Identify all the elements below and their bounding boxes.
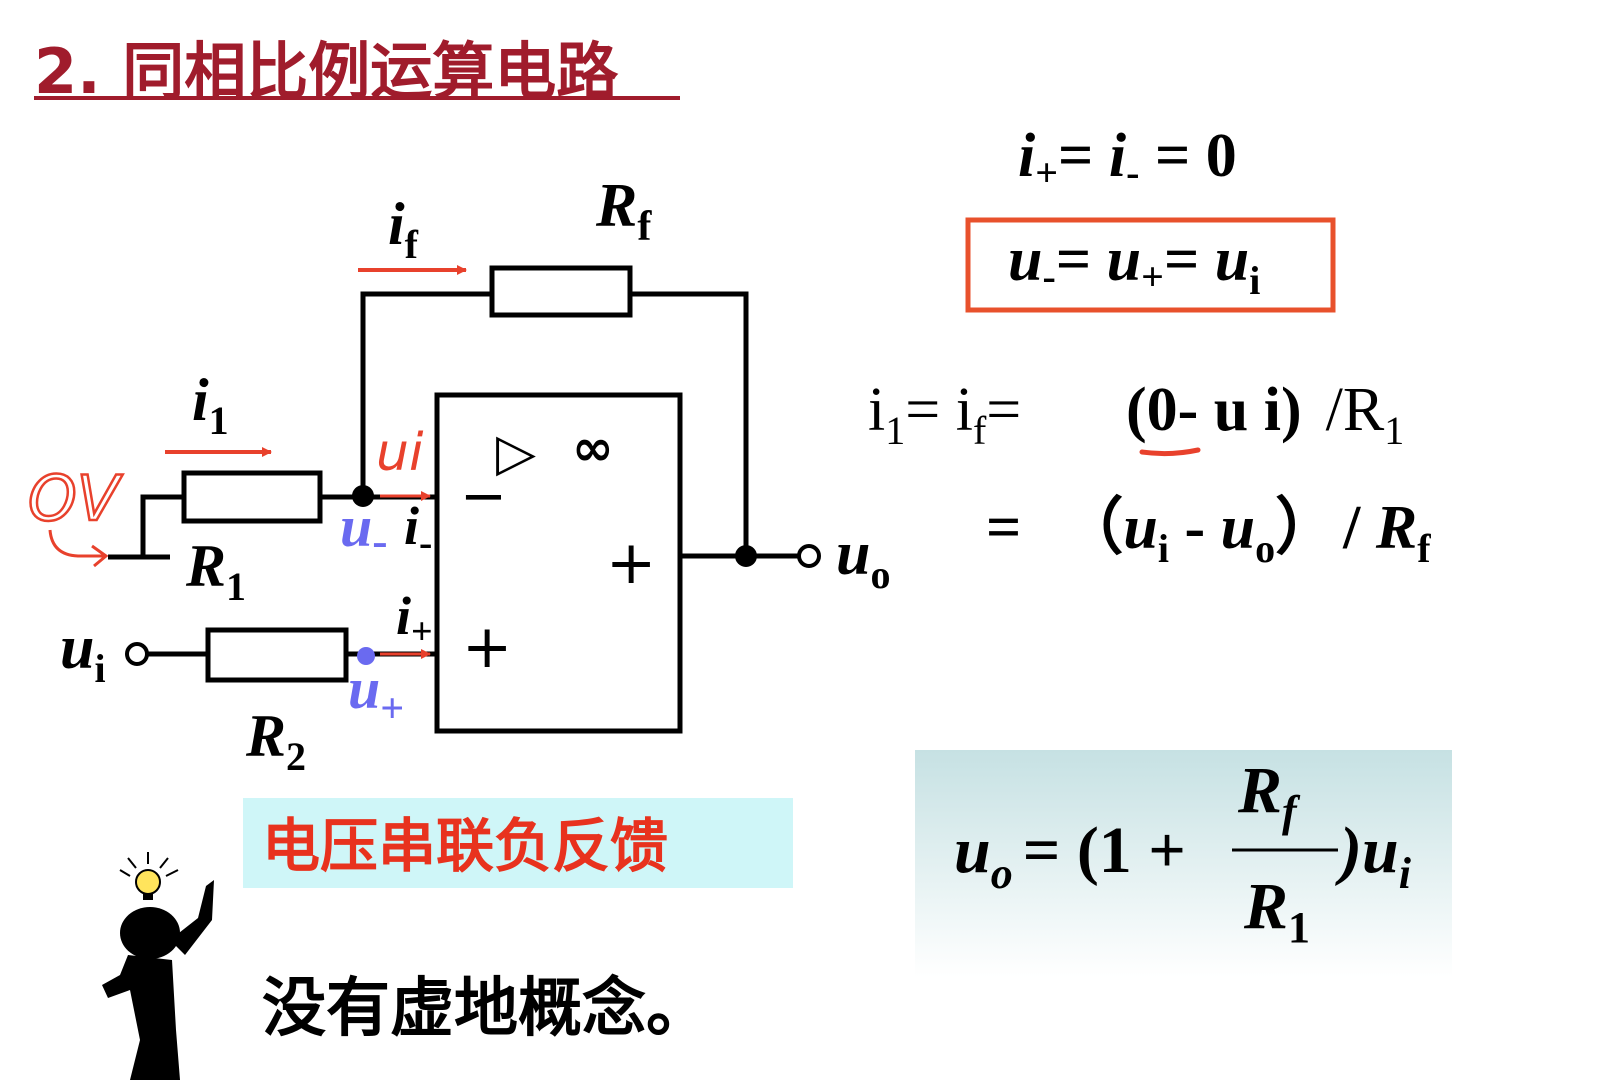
- slide-title: 2. 同相比例运算电路: [34, 35, 619, 108]
- u-plus-label: u+: [348, 656, 404, 732]
- eq-current-fraction: (0- u i)/R1: [1126, 376, 1404, 453]
- handwritten-zero-volt: OV: [28, 462, 124, 535]
- rf-label: Rf: [595, 172, 652, 250]
- node-output: [735, 545, 757, 567]
- if-label: if: [388, 191, 419, 267]
- opamp-body: [434, 392, 683, 734]
- opamp-gain: ∞: [572, 419, 614, 477]
- handwritten-arrow: [48, 529, 109, 568]
- result-box: [915, 750, 1452, 977]
- note-no-virtual-ground: 没有虚地概念。: [262, 972, 710, 1046]
- r2-label: R2: [245, 703, 306, 779]
- r1-label: R1: [185, 533, 246, 609]
- eq-feedback-current: =（ui - uo）/ Rf: [986, 492, 1431, 571]
- r1-wire: [108, 494, 437, 560]
- result-tail: )ui: [1335, 814, 1412, 898]
- i1-label: i1: [192, 367, 229, 443]
- opamp-minus-sign: −: [460, 464, 507, 529]
- feedback-label: 电压串联负反馈: [262, 812, 668, 880]
- handwritten-underline: [1139, 447, 1201, 457]
- eq-currents-zero: i+= i- = 0: [1018, 122, 1237, 195]
- virtual-short-box: [965, 217, 1336, 313]
- result-denominator: R1: [1243, 870, 1310, 952]
- feedback-label-bg: [243, 798, 793, 888]
- resistor-r2: [205, 627, 349, 683]
- eq-virtual-short: u-= u+= ui: [1008, 226, 1260, 303]
- result-lhs: uo= (1 +: [954, 814, 1186, 898]
- u-minus-label: u-: [340, 494, 388, 566]
- thinking-figure-icon: [102, 852, 214, 1080]
- input-terminal: [125, 642, 149, 666]
- opamp-triangle: ▷: [496, 423, 536, 483]
- eq-current-relation: i1= if=: [868, 376, 1021, 453]
- ui-input-label: ui: [60, 614, 106, 691]
- i-plus-label: i+: [396, 586, 433, 653]
- uo-output-label: uo: [836, 520, 890, 597]
- output-terminal: [797, 544, 821, 568]
- resistor-r1: [181, 470, 323, 524]
- opamp-output-plus: +: [606, 528, 656, 598]
- i-minus-label: i-: [404, 496, 432, 565]
- node-inverting: [352, 485, 374, 507]
- resistor-rf: [489, 265, 633, 318]
- opamp-plus-sign: +: [462, 612, 512, 682]
- result-numerator: Rf: [1237, 754, 1301, 836]
- circuit: [108, 265, 798, 734]
- feedback-wire: [360, 291, 749, 556]
- node-plus-dot: [357, 647, 375, 665]
- handwritten-node-ui: ui: [376, 423, 424, 483]
